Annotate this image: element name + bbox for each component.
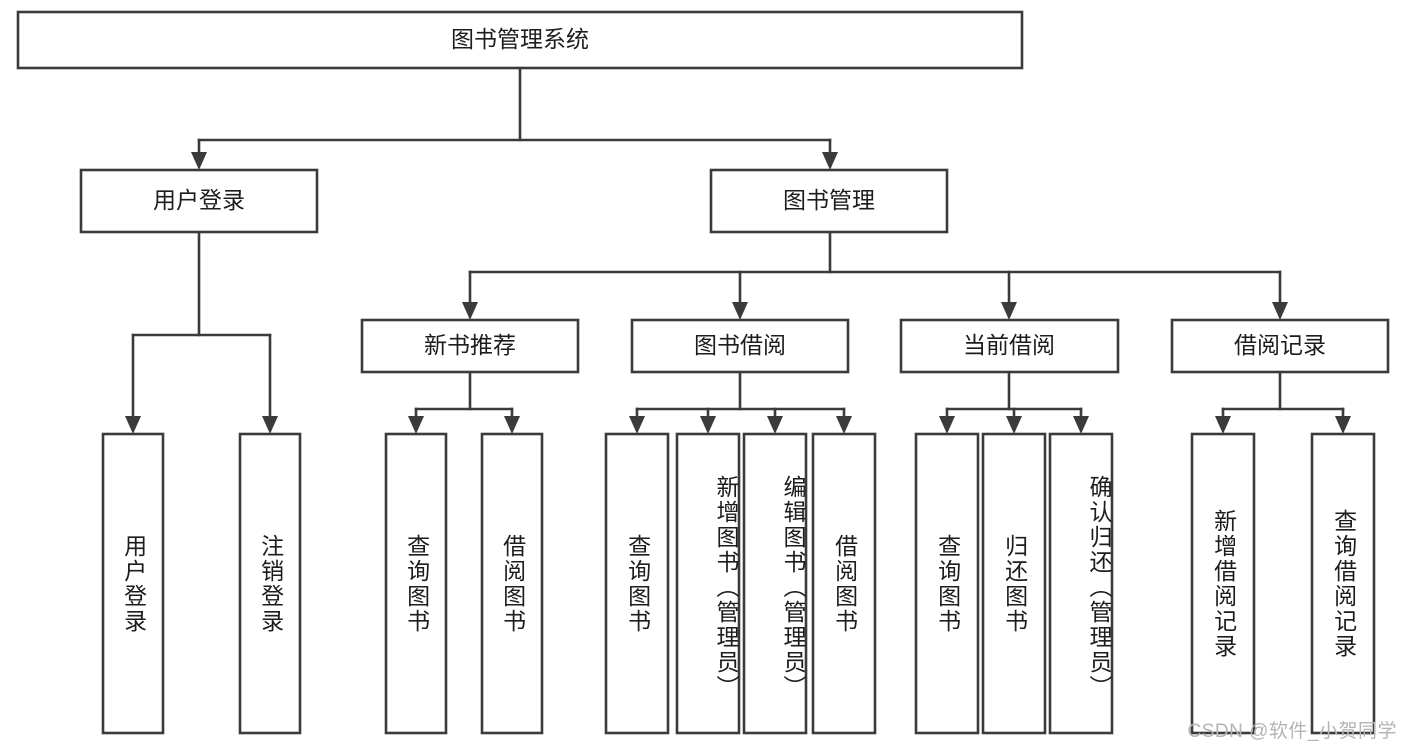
arrow-book-mgmt-borrow: [732, 302, 748, 320]
node-book-borrow[interactable]: 图书借阅: [630, 318, 850, 374]
node-book-management-label: 图书管理: [783, 187, 875, 213]
arrow-book-mgmt-current: [1001, 302, 1017, 320]
leaf-box-user-login[interactable]: [101, 432, 165, 735]
node-root-system-box[interactable]: [16, 10, 1024, 70]
node-book-borrow-label: 图书借阅: [694, 332, 786, 358]
leaf-box-return-book[interactable]: [981, 432, 1047, 735]
connector-group-borrow: [629, 370, 852, 434]
arrow-new-books-leaf1: [408, 416, 424, 434]
node-borrow-records-label: 借阅记录: [1234, 332, 1326, 358]
node-borrow-records-box[interactable]: [1170, 318, 1390, 374]
connector-group-user-login: [125, 230, 278, 434]
leaf-box-add-borrow-record[interactable]: [1190, 432, 1256, 735]
arrow-records-leaf1: [1215, 416, 1231, 434]
leaf-box-query-book-2[interactable]: [604, 432, 670, 735]
node-new-book-recommend[interactable]: 新书推荐: [360, 318, 580, 374]
node-borrow-records[interactable]: 借阅记录: [1170, 318, 1390, 374]
arrow-book-mgmt-new-books: [462, 302, 478, 320]
arrow-current-leaf3: [1073, 416, 1089, 434]
connector-group-current: [939, 370, 1089, 434]
leaf-box-query-borrow-record[interactable]: [1310, 432, 1376, 735]
leaf-box-logout[interactable]: [238, 432, 302, 735]
node-root-system-label: 图书管理系统: [451, 26, 589, 52]
leaf-box-confirm-return-admin[interactable]: [1048, 432, 1114, 735]
node-new-book-recommend-box[interactable]: [360, 318, 580, 374]
csdn-watermark: CSDN @软件_小贺同学: [1187, 721, 1397, 742]
node-current-borrow[interactable]: 当前借阅: [899, 318, 1120, 374]
leaf-box-borrow-book-2[interactable]: [811, 432, 877, 735]
node-user-login[interactable]: 用户登录: [79, 168, 319, 234]
node-new-book-recommend-label: 新书推荐: [424, 332, 516, 358]
node-user-login-box[interactable]: [79, 168, 319, 234]
arrow-borrow-leaf3: [767, 416, 783, 434]
arrow-borrow-leaf1: [629, 416, 645, 434]
node-book-management-box[interactable]: [709, 168, 949, 234]
connector-group-book-mgmt: [462, 230, 1288, 320]
leaf-box-query-book-3[interactable]: [914, 432, 980, 735]
connector-group-root: [191, 66, 838, 170]
node-book-borrow-box[interactable]: [630, 318, 850, 374]
arrow-user-login-leaf2: [262, 416, 278, 434]
connector-group-new-books: [408, 370, 520, 434]
leaf-box-add-book-admin[interactable]: [675, 432, 741, 735]
node-user-login-label: 用户登录: [153, 187, 245, 213]
arrow-new-books-leaf2: [504, 416, 520, 434]
arrow-user-login-leaf1: [125, 416, 141, 434]
arrow-current-leaf2: [1006, 416, 1022, 434]
arrow-records-leaf2: [1335, 416, 1351, 434]
arrow-root-to-book-mgmt: [822, 152, 838, 170]
node-current-borrow-label: 当前借阅: [963, 332, 1055, 358]
arrow-borrow-leaf2: [700, 416, 716, 434]
arrow-current-leaf1: [939, 416, 955, 434]
node-root-system[interactable]: 图书管理系统: [16, 10, 1024, 70]
leaf-box-edit-book-admin[interactable]: [742, 432, 808, 735]
leaf-box-query-book-1[interactable]: [384, 432, 448, 735]
arrow-borrow-leaf4: [836, 416, 852, 434]
node-current-borrow-box[interactable]: [899, 318, 1120, 374]
node-book-management[interactable]: 图书管理: [709, 168, 949, 234]
leaf-box-borrow-book-1[interactable]: [480, 432, 544, 735]
connector-group-records: [1215, 370, 1351, 434]
arrow-book-mgmt-records: [1272, 302, 1288, 320]
arrow-root-to-user-login: [191, 152, 207, 170]
